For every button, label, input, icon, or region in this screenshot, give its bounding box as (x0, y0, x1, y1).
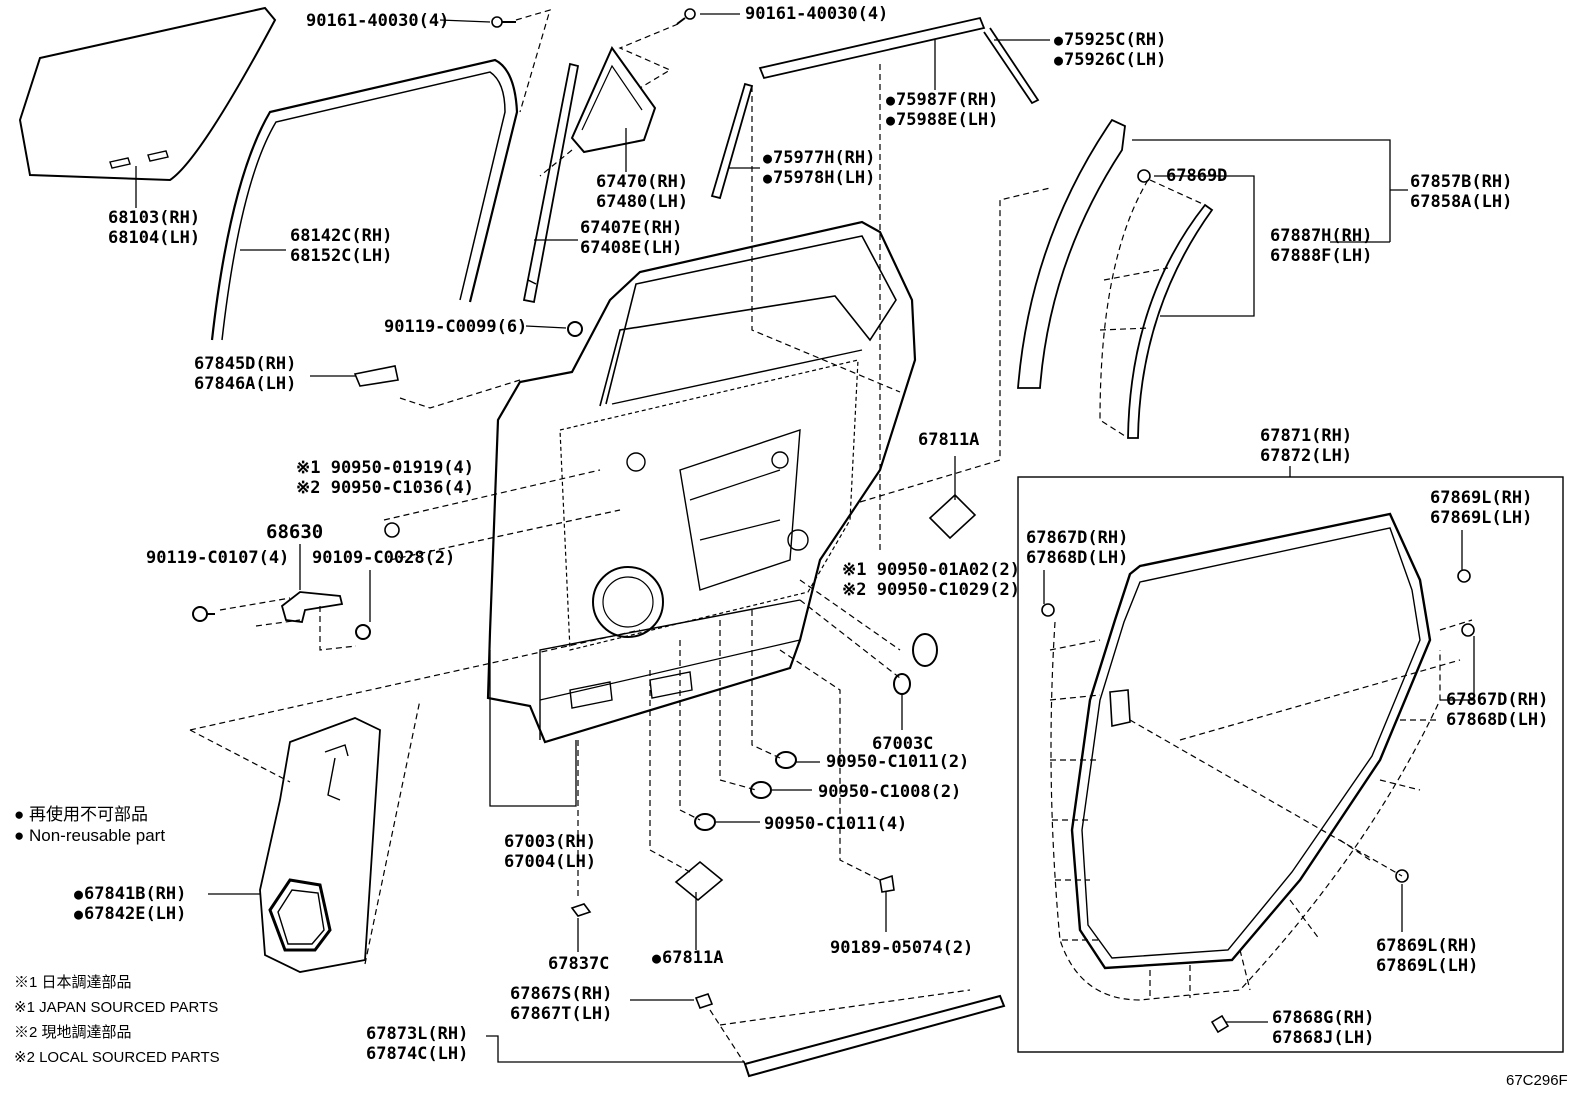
label-67869d: 67869D (1166, 166, 1228, 186)
quarter-window (570, 45, 657, 154)
rear-door-panel (486, 220, 917, 744)
hinge-bracket (353, 365, 399, 387)
label-68142c: 68142C(RH)68152C(LH) (290, 226, 393, 266)
label-90950-c1011-top: 90950-C1011(2) (826, 752, 970, 772)
note-non-reusable-jp: ● 再使用不可部品 (14, 805, 148, 824)
label-67841b: 67841B(RH)67842E(LH) (74, 884, 186, 924)
phantom-lines (189, 9, 1473, 1065)
label-90161-40030-left: 90161-40030(4) (306, 11, 450, 31)
label-67869l-bottom: 67869L(RH)67869L(LH) (1376, 936, 1479, 976)
label-67887h: 67887H(RH)67888F(LH) (1270, 226, 1373, 266)
label-90119-c0107: 90119-C0107(4) (146, 548, 290, 568)
rocker-moulding (694, 993, 1006, 1078)
label-67867d-right: 67867D(RH)67868D(LH) (1446, 690, 1549, 730)
label-90950-01a02: ※1 90950-01A02(2)※2 90950-C1029(2) (842, 560, 1021, 600)
note-non-reusable-en: ● Non-reusable part (14, 826, 166, 845)
service-hole-cover (259, 717, 381, 973)
frame-moulding (758, 16, 1040, 105)
legend-line: ※2 LOCAL SOURCED PARTS (14, 1049, 220, 1066)
label-90189-05074: 90189-05074(2) (830, 938, 974, 958)
label-90950-01919: ※1 90950-01919(4)※2 90950-C1036(4) (296, 458, 475, 498)
label-67407e: 67407E(RH)67408E(LH) (580, 218, 683, 258)
glass-run-channel (210, 58, 519, 341)
door-glass (18, 6, 277, 182)
label-75987f: 75987F(RH)75988E(LH) (886, 90, 998, 130)
leader-lines (135, 13, 1475, 1063)
label-67857b: 67857B(RH)67858A(LH) (1410, 172, 1513, 212)
label-67867s: 67867S(RH)67867T(LH) (510, 984, 613, 1024)
door-check (192, 591, 371, 640)
seal-pad (674, 493, 977, 902)
label-67873l: 67873L(RH)67874C(LH) (366, 1024, 469, 1064)
label-90161-40030-right: 90161-40030(4) (745, 4, 889, 24)
legend-line: ※1 JAPAN SOURCED PARTS (14, 999, 219, 1016)
hole-plug-icon (384, 522, 938, 917)
label-90950-c1008: 90950-C1008(2) (818, 782, 962, 802)
label-67003: 67003(RH)67004(LH) (504, 832, 597, 872)
label-67869l-top: 67869L(RH)67869L(LH) (1430, 488, 1533, 528)
label-67867d-left: 67867D(RH)67868D(LH) (1026, 528, 1129, 568)
label-67811a-top: 67811A (918, 430, 980, 450)
label-67845d: 67845D(RH)67846A(LH) (194, 354, 297, 394)
sash-garnish (710, 82, 754, 200)
screw-icon-top (491, 8, 696, 28)
label-67003c: 67003C (872, 734, 934, 754)
door-weatherstrip (1041, 512, 1475, 1034)
upper-frame-weatherstrip (1017, 118, 1214, 439)
label-90950-c1011-bottom: 90950-C1011(4) (764, 814, 908, 834)
label-67871: 67871(RH)67872(LH) (1260, 426, 1353, 466)
label-67811a-bottom: 67811A (652, 948, 723, 968)
label-68630: 68630 (266, 521, 324, 543)
label-75977h: 75977H(RH)75978H(LH) (763, 148, 875, 188)
label-75925c: 75925C(RH)75926C(LH) (1054, 30, 1166, 70)
rear-sash (522, 62, 580, 304)
label-90109-c0028: 90109-C0028(2) (312, 548, 456, 568)
legend-line: ※1 日本調達部品 (14, 974, 132, 991)
legend-line: ※2 現地調達部品 (14, 1024, 132, 1041)
label-90119-c0099: 90119-C0099(6) (384, 317, 528, 337)
label-67470: 67470(RH)67480(LH) (596, 172, 689, 212)
label-68103: 68103(RH)68104(LH) (108, 208, 201, 248)
sourcing-legend: ※1 日本調達部品 ※1 JAPAN SOURCED PARTS ※2 現地調達… (14, 970, 220, 1070)
diagram-code: 67C296F (1506, 1072, 1568, 1089)
label-67868g: 67868G(RH)67868J(LH) (1272, 1008, 1375, 1048)
label-67837c: 67837C (548, 954, 610, 974)
bolt-icon (567, 321, 583, 337)
